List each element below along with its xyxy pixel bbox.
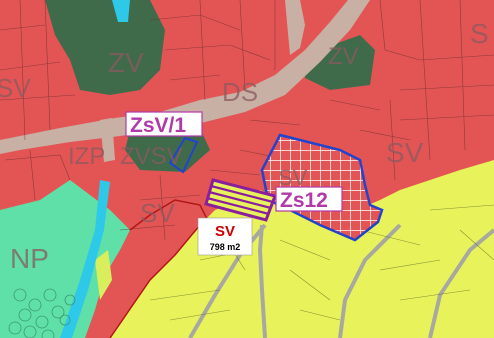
highlighted-parcel[interactable]	[204, 178, 277, 222]
zone-label-zvsv: ZVSV	[120, 143, 183, 170]
sv-area-box	[197, 217, 253, 256]
zone-label-sv-right: SV	[386, 137, 424, 168]
field-path-3	[338, 223, 402, 338]
sv-highlight-label: SV	[215, 223, 235, 240]
zsv1-tag-box	[125, 111, 203, 137]
zs12-tag-label: Zs12	[280, 189, 328, 212]
zone-label-zv-right: ZV	[328, 43, 359, 70]
zone-label-sv-mid: SV	[140, 198, 175, 228]
field-path-4	[428, 228, 494, 338]
zone-label-zv-top: ZV	[108, 47, 144, 78]
zone-label-sv-inside: SV	[278, 165, 308, 190]
np-edge-strip	[95, 250, 112, 300]
zone-label-np: NP	[10, 243, 49, 274]
parcel-lines-residential	[0, 0, 494, 241]
sv-area-value: 798 m2	[210, 242, 241, 252]
zone-label-ds: DS	[222, 77, 258, 107]
field-path-1	[188, 223, 267, 338]
np-pattern	[8, 288, 76, 338]
zsv1-parcel[interactable]	[168, 136, 199, 174]
zone-boundary	[109, 199, 211, 338]
water-stream-lower	[60, 180, 110, 338]
zone-label-izp: IZP	[68, 143, 105, 170]
water-stream	[112, 0, 130, 22]
road-branch	[285, 0, 305, 55]
road-spur	[100, 118, 115, 162]
zone-label-s-corner: S	[470, 18, 489, 49]
field-path-2	[257, 224, 267, 338]
zs12-tag-box	[275, 186, 343, 212]
zone-label-sv-left: SV	[0, 73, 31, 103]
zsv1-tag-label: ZsV/1	[130, 114, 186, 137]
greenery-zone-top	[45, 0, 165, 95]
